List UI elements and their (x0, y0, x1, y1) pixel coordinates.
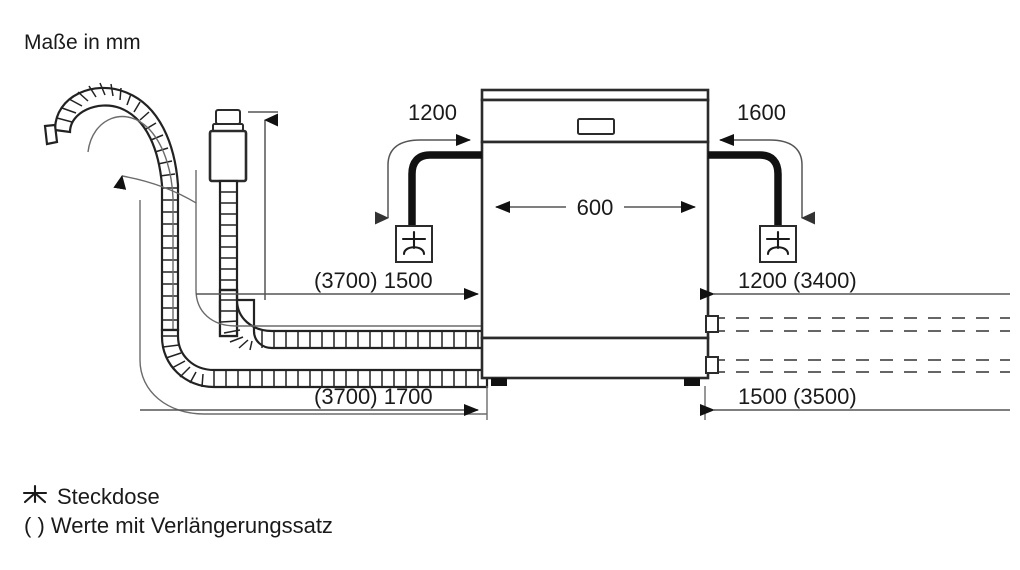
dimension-label-1200-3400: 1200 (3400) (738, 268, 857, 293)
boxed-socket-icon-left (395, 225, 433, 263)
corrugated-drain-hose (43, 82, 180, 332)
dimension-label-machine-width: 600 (577, 195, 614, 220)
machine-width-dimension: 600 (495, 195, 696, 220)
foot-left (491, 378, 507, 386)
control-display (577, 118, 615, 135)
dimension-group-1600-right: 1600 (708, 100, 815, 263)
dimension-group-1200-left: 1200 (375, 100, 482, 263)
lower-drain-hose-run (160, 328, 489, 389)
foot-right (684, 378, 700, 386)
legend: Steckdose ( ) Werte mit Verlängerungssat… (22, 484, 333, 538)
dimension-group-bottom-left: (3700) 1700 (140, 384, 479, 416)
right-dashed-hose-lines (712, 317, 1010, 373)
dimension-label-1500-3500: 1500 (3500) (738, 384, 857, 409)
legend-label-steckdose: Steckdose (57, 484, 160, 509)
left-power-cord (408, 151, 482, 225)
aquastop-valve-box (208, 109, 248, 183)
boxed-socket-icon-right (759, 225, 797, 263)
dimension-group-mid-left: (3700) 1500 (196, 268, 479, 300)
dimension-label-1600: 1600 (737, 100, 786, 125)
upper-hose-guide (195, 170, 487, 327)
drain-hose-direction-arrow (113, 175, 197, 204)
right-power-cord (708, 151, 782, 225)
valve-height-dimension (248, 111, 278, 300)
dimension-label-3700-1700: (3700) 1700 (314, 384, 433, 409)
dimension-label-3700-1500: (3700) 1500 (314, 268, 433, 293)
legend-label-verlaengerungssatz: ( ) Werte mit Verlängerungssatz (24, 513, 333, 538)
right-hose-stubs (705, 315, 719, 374)
page-title: Maße in mm (24, 31, 141, 54)
dimension-group-mid-right: 1200 (3400) (700, 268, 1010, 300)
dimension-label-1200: 1200 (408, 100, 457, 125)
hose-inner-guide (87, 115, 174, 330)
dimension-group-bottom-right: 1500 (3500) (700, 384, 1010, 416)
socket-icon (22, 484, 48, 504)
dishwasher-front-view (480, 88, 710, 386)
upper-supply-hose (218, 288, 489, 351)
